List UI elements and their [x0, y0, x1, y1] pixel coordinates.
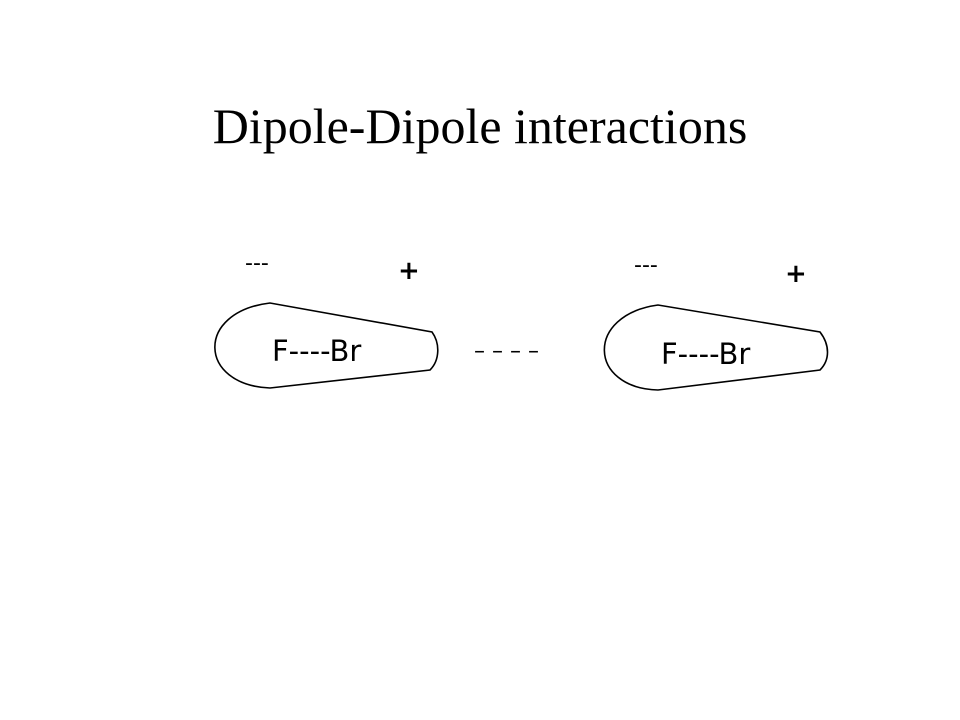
molecule-1: F----Br --- + [214, 251, 439, 389]
molecule-1-negative-charge: --- [245, 251, 269, 276]
dipole-interaction-dashes: – – – – [474, 339, 539, 364]
molecule-1-outline [214, 302, 439, 389]
molecule-1-positive-charge: + [398, 256, 420, 286]
molecule-2-outline [603, 304, 829, 391]
slide-title: Dipole-Dipole interactions [212, 98, 748, 154]
molecule-2-negative-charge: --- [634, 253, 658, 278]
molecule-1-formula: F----Br [272, 334, 361, 368]
molecule-2-positive-charge: + [785, 259, 807, 289]
molecule-2-formula: F----Br [661, 337, 750, 371]
molecule-2: F----Br --- + [603, 253, 829, 391]
